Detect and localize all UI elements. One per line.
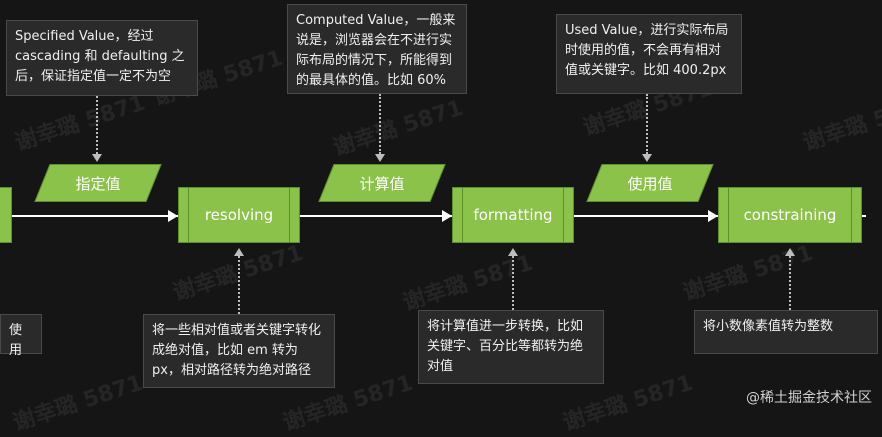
connector-resolving [238, 256, 240, 314]
connector-resolving-arrow [234, 248, 244, 256]
partial-process-box [0, 187, 12, 243]
process-formatting-label: formatting [473, 206, 553, 224]
process-constraining: constraining [718, 187, 862, 243]
site-watermark: @稀土掘金技术社区 [746, 390, 872, 406]
flow-arrow-1 [168, 210, 178, 222]
watermark: 谢幸璐 5871 [330, 95, 467, 162]
note-formatting: 将计算值进一步转换，比如关键字、百分比等都转为绝对值 [418, 310, 604, 384]
connector-formatting [512, 256, 514, 310]
flow-arrow-2 [442, 210, 452, 222]
value-computed-label: 计算值 [359, 174, 405, 193]
connector-computed-arrow [375, 154, 385, 162]
value-computed: 计算值 [318, 164, 446, 202]
value-specified-label: 指定值 [75, 174, 121, 193]
value-specified: 指定值 [34, 164, 162, 202]
value-used: 使用值 [586, 164, 714, 202]
flow-arrow-3 [708, 210, 718, 222]
connector-constraining [789, 256, 791, 310]
connector-used [646, 94, 648, 154]
note-constraining: 将小数像素值转为整数 [694, 310, 878, 354]
process-constraining-label: constraining [743, 206, 837, 224]
connector-constraining-arrow [785, 248, 795, 256]
watermark: 谢幸璐 5871 [10, 370, 147, 437]
note-left-partial: 使用 [0, 314, 42, 358]
process-formatting: formatting [452, 187, 574, 243]
process-resolving: resolving [178, 187, 300, 243]
note-computed-value: Computed Value，一般来说是，浏览器会在不进行实际布局的情况下，所能… [287, 4, 467, 94]
watermark: 谢幸璐 5871 [680, 240, 817, 307]
process-resolving-label: resolving [204, 206, 274, 224]
value-used-label: 使用值 [627, 174, 673, 193]
note-specified-value: Specified Value，经过 cascading 和 defaultin… [6, 20, 198, 96]
watermark: 谢幸璐 5871 [800, 90, 882, 157]
connector-used-arrow [642, 154, 652, 162]
connector-computed [379, 94, 381, 154]
flow-line [0, 215, 866, 217]
note-used-value: Used Value，进行实际布局时使用的值，不会再有相对值或关键字。比如 40… [556, 14, 742, 94]
connector-formatting-arrow [508, 248, 518, 256]
note-resolving: 将一些相对值或者关键字转化成绝对值，比如 em 转为 px，相对路径转为绝对路径 [143, 314, 335, 388]
connector-specified-arrow [92, 154, 102, 162]
connector-specified [96, 96, 98, 154]
